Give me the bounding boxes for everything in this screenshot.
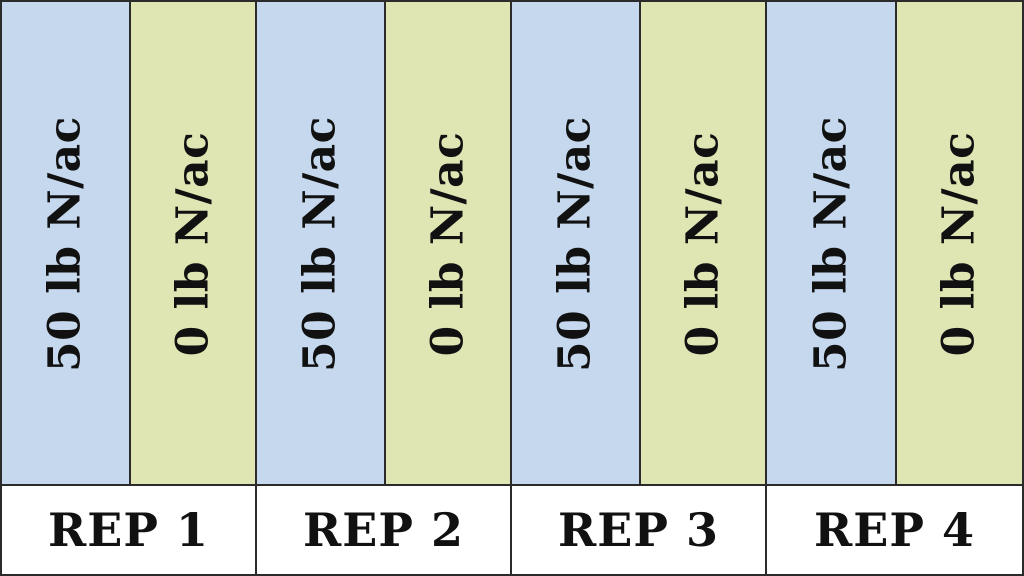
rep-label-3: REP 3 — [558, 503, 719, 557]
rep-3-plots: 50 lb N/ac 0 lb N/ac — [512, 2, 765, 486]
plot-rep-3-0-lb: 0 lb N/ac — [638, 2, 765, 484]
plot-label-rep-1-0-lb: 0 lb N/ac — [167, 131, 219, 357]
plot-rep-4-50-lb: 50 lb N/ac — [767, 2, 895, 484]
rep-label-4: REP 4 — [814, 503, 975, 557]
rep-3-footer: REP 3 — [512, 486, 765, 574]
plot-rep-4-0-lb: 0 lb N/ac — [894, 2, 1022, 484]
plot-rep-1-0-lb: 0 lb N/ac — [128, 2, 255, 484]
rep-4-plots: 50 lb N/ac 0 lb N/ac — [767, 2, 1022, 486]
plot-rep-1-50-lb: 50 lb N/ac — [2, 2, 129, 484]
plot-rep-3-50-lb: 50 lb N/ac — [512, 2, 639, 484]
plot-label-rep-2-50-lb: 50 lb N/ac — [294, 116, 346, 372]
rep-label-2: REP 2 — [303, 503, 464, 557]
rep-2: 50 lb N/ac 0 lb N/ac REP 2 — [257, 2, 512, 574]
rep-label-1: REP 1 — [48, 503, 209, 557]
rep-1: 50 lb N/ac 0 lb N/ac REP 1 — [2, 2, 257, 574]
plot-label-rep-4-50-lb: 50 lb N/ac — [805, 116, 857, 372]
rep-4: 50 lb N/ac 0 lb N/ac REP 4 — [767, 2, 1022, 574]
rep-2-footer: REP 2 — [257, 486, 510, 574]
rep-2-plots: 50 lb N/ac 0 lb N/ac — [257, 2, 510, 486]
plot-label-rep-2-0-lb: 0 lb N/ac — [422, 131, 474, 357]
plot-rep-2-50-lb: 50 lb N/ac — [257, 2, 384, 484]
plot-label-rep-3-0-lb: 0 lb N/ac — [677, 131, 729, 357]
rep-1-plots: 50 lb N/ac 0 lb N/ac — [2, 2, 255, 486]
plot-label-rep-1-50-lb: 50 lb N/ac — [39, 116, 91, 372]
rep-1-footer: REP 1 — [2, 486, 255, 574]
plot-rep-2-0-lb: 0 lb N/ac — [383, 2, 510, 484]
plot-label-rep-4-0-lb: 0 lb N/ac — [933, 131, 985, 357]
plot-label-rep-3-50-lb: 50 lb N/ac — [549, 116, 601, 372]
rep-3: 50 lb N/ac 0 lb N/ac REP 3 — [512, 2, 767, 574]
rep-4-footer: REP 4 — [767, 486, 1022, 574]
